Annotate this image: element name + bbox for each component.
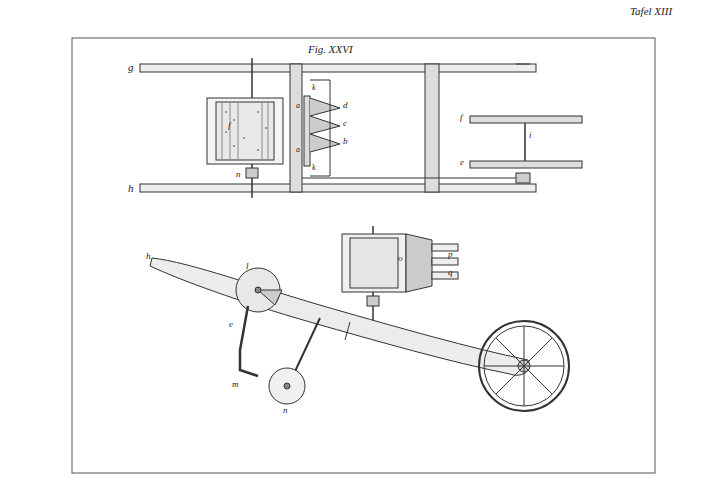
callout-letter: b	[343, 137, 348, 146]
callout-letter: d	[343, 101, 348, 110]
callout-letter: f	[460, 113, 463, 122]
callout-letter: e	[460, 158, 464, 167]
callout-letter: i	[529, 131, 532, 140]
plate-border	[72, 38, 655, 473]
callout-letter: g	[128, 62, 134, 73]
callout-letter: m	[232, 380, 239, 389]
callout-letter: a	[296, 146, 300, 154]
callout-letter: n	[283, 406, 288, 415]
drum-detail	[342, 226, 458, 320]
figure-title: Fig. XXVI	[308, 44, 353, 55]
callout-letter: k	[312, 84, 316, 92]
plate-number: Tafel XIII	[630, 6, 672, 17]
top-view	[140, 58, 582, 198]
side-view	[150, 258, 569, 411]
callout-letter: q	[448, 268, 453, 277]
callout-letter: p	[448, 250, 453, 259]
callout-letter: a	[296, 102, 300, 110]
callout-letter: n	[236, 170, 241, 179]
callout-letter: l	[246, 262, 249, 271]
callout-letter: o	[398, 254, 403, 263]
callout-letter: f	[228, 121, 231, 130]
callout-letter: c	[343, 119, 347, 128]
callout-letter: e	[229, 320, 233, 329]
callout-letter: k	[312, 164, 316, 172]
callout-letter: h	[128, 183, 134, 194]
callout-letter: h	[146, 252, 151, 261]
